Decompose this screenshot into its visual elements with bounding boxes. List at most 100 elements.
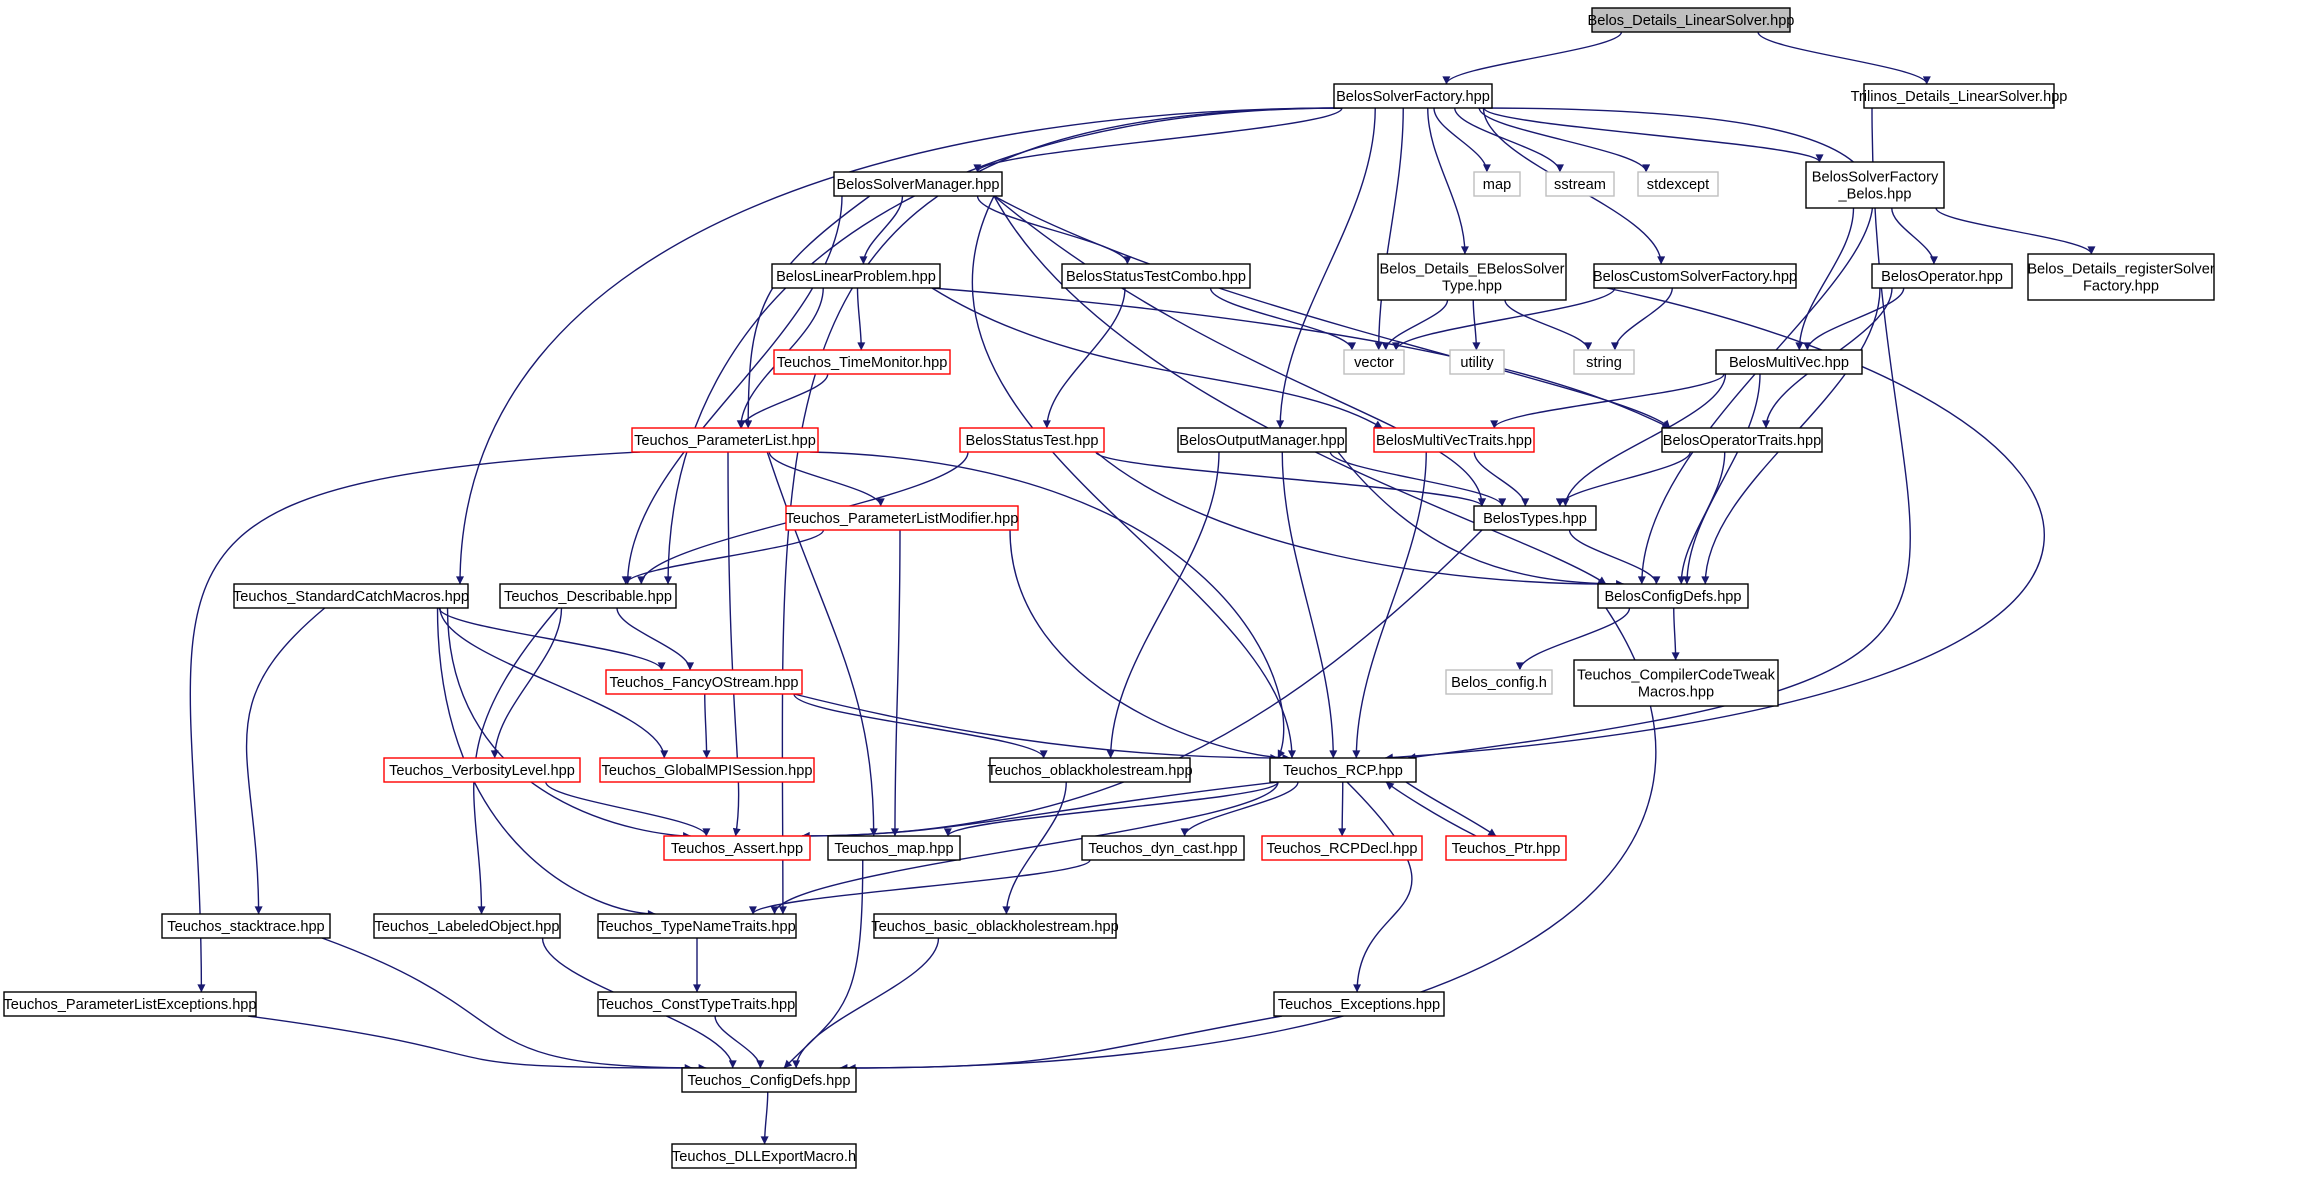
edge-n1-n5 xyxy=(1454,107,1564,173)
node-box xyxy=(1261,835,1423,861)
edge-n7-n12 xyxy=(1891,207,1938,265)
node-label: BelosCustomSolverFactory.hpp xyxy=(1593,269,1797,285)
node-label: Teuchos_dyn_cast.hpp xyxy=(1088,841,1237,857)
node-n43[interactable]: Teuchos_TypeNameTraits.hpp xyxy=(597,913,797,939)
edge-n28-n48 xyxy=(847,607,1657,1072)
edge-n18-n28 xyxy=(1682,373,1761,585)
edge-n1-n43 xyxy=(778,107,1343,915)
node-label: Teuchos_GlobalMPISession.hpp xyxy=(602,763,813,779)
edge-n24-n35 xyxy=(1009,529,1291,762)
edge-n34-n44 xyxy=(1002,781,1067,915)
node-label: Teuchos_ConstTypeTraits.hpp xyxy=(599,997,796,1013)
node-n14[interactable]: Teuchos_TimeMonitor.hpp xyxy=(773,349,951,375)
node-n33[interactable]: Teuchos_GlobalMPISession.hpp xyxy=(599,757,815,783)
node-n40[interactable]: Teuchos_Ptr.hpp xyxy=(1445,835,1567,861)
node-label: BelosConfigDefs.hpp xyxy=(1604,589,1741,605)
node-n45[interactable]: Teuchos_ParameterListExceptions.hpp xyxy=(3,991,257,1017)
node-box xyxy=(605,669,803,695)
node-label: Teuchos_ConfigDefs.hpp xyxy=(687,1073,850,1089)
node-label: Teuchos_Ptr.hpp xyxy=(1452,841,1561,857)
edge-n3-n19 xyxy=(744,195,871,429)
node-n12[interactable]: BelosOperator.hpp xyxy=(1871,263,2013,289)
node-n42[interactable]: Teuchos_LabeledObject.hpp xyxy=(373,913,561,939)
node-label: BelosOperator.hpp xyxy=(1881,269,2003,285)
edge-n0-n2 xyxy=(1757,31,1931,85)
node-label: Teuchos_LabeledObject.hpp xyxy=(375,919,560,935)
node-n37[interactable]: Teuchos_map.hpp xyxy=(827,835,961,861)
node-n24[interactable]: Teuchos_ParameterListModifier.hpp xyxy=(785,505,1019,531)
node-box xyxy=(1573,659,1779,707)
node-box xyxy=(383,757,581,783)
edge-n0-n1 xyxy=(1442,31,1623,85)
node-n16: utility xyxy=(1449,349,1505,375)
node-n3[interactable]: BelosSolverManager.hpp xyxy=(833,171,1003,197)
edge-n8-n22 xyxy=(931,287,1383,429)
node-box xyxy=(1081,835,1245,861)
node-n7[interactable]: BelosSolverFactory_Belos.hpp xyxy=(1805,161,1945,209)
node-n36[interactable]: Teuchos_Assert.hpp xyxy=(663,835,811,861)
node-label: Trilinos_Details_LinearSolver.hpp xyxy=(1851,89,2068,105)
edge-n7-n13 xyxy=(1935,207,2096,255)
node-label: BelosOutputManager.hpp xyxy=(1179,433,1345,449)
node-n23[interactable]: BelosOperatorTraits.hpp xyxy=(1661,427,1823,453)
node-n32[interactable]: Teuchos_VerbosityLevel.hpp xyxy=(383,757,581,783)
edge-n1-n3 xyxy=(973,107,1343,173)
node-n0[interactable]: Belos_Details_LinearSolver.hpp xyxy=(1588,7,1795,33)
node-n46[interactable]: Teuchos_ConstTypeTraits.hpp xyxy=(597,991,797,1017)
node-n47[interactable]: Teuchos_Exceptions.hpp xyxy=(1273,991,1445,1017)
node-n26[interactable]: Teuchos_StandardCatchMacros.hpp xyxy=(233,583,469,609)
node-n49[interactable]: Teuchos_DLLExportMacro.h xyxy=(671,1143,857,1169)
node-n38[interactable]: Teuchos_dyn_cast.hpp xyxy=(1081,835,1245,861)
edge-n1-n6 xyxy=(1478,107,1651,173)
node-n9[interactable]: BelosStatusTestCombo.hpp xyxy=(1061,263,1251,289)
edge-n35-n43 xyxy=(770,781,1279,915)
edge-n26-n29 xyxy=(438,607,666,671)
node-label: BelosMultiVecTraits.hpp xyxy=(1376,433,1532,449)
node-label: Teuchos_TypeNameTraits.hpp xyxy=(598,919,795,935)
node-n21[interactable]: BelosOutputManager.hpp xyxy=(1177,427,1347,453)
node-n39[interactable]: Teuchos_RCPDecl.hpp xyxy=(1261,835,1423,861)
node-box xyxy=(1373,427,1535,453)
node-label: Teuchos_ParameterList.hpp xyxy=(634,433,816,449)
node-n25[interactable]: BelosTypes.hpp xyxy=(1473,505,1597,531)
node-n48[interactable]: Teuchos_ConfigDefs.hpp xyxy=(681,1067,857,1093)
node-n44[interactable]: Teuchos_basic_oblackholestream.hpp xyxy=(871,913,1119,939)
node-label: _Belos.hpp xyxy=(1837,187,1911,203)
node-n17: string xyxy=(1573,349,1635,375)
node-n19[interactable]: Teuchos_ParameterList.hpp xyxy=(631,427,819,453)
node-box xyxy=(1805,161,1945,209)
node-n8[interactable]: BelosLinearProblem.hpp xyxy=(771,263,941,289)
edge-n20-n25 xyxy=(1095,451,1486,507)
node-n1[interactable]: BelosSolverFactory.hpp xyxy=(1333,83,1493,109)
edge-n3-n8 xyxy=(859,195,904,265)
edge-n35-n39 xyxy=(1338,781,1347,837)
edge-n7-n18 xyxy=(1795,207,1855,351)
edge-n1-n21 xyxy=(1276,107,1376,429)
edge-n26-n41 xyxy=(245,607,326,915)
node-n11[interactable]: BelosCustomSolverFactory.hpp xyxy=(1593,263,1797,289)
edge-n27-n32 xyxy=(490,607,563,759)
edge-n32-n36 xyxy=(545,781,711,837)
node-n35[interactable]: Teuchos_RCP.hpp xyxy=(1269,757,1417,783)
node-box xyxy=(681,1067,857,1093)
node-n22[interactable]: BelosMultiVecTraits.hpp xyxy=(1373,427,1535,453)
node-n27[interactable]: Teuchos_Describable.hpp xyxy=(499,583,677,609)
node-n15: vector xyxy=(1343,349,1405,375)
edge-n11-n17 xyxy=(1610,287,1673,351)
node-box xyxy=(1661,427,1823,453)
node-label: BelosTypes.hpp xyxy=(1483,511,1587,527)
node-n34[interactable]: Teuchos_oblackholestream.hpp xyxy=(987,757,1193,783)
node-n29[interactable]: Teuchos_FancyOStream.hpp xyxy=(605,669,803,695)
edge-n1-n27 xyxy=(664,107,1343,585)
node-n20[interactable]: BelosStatusTest.hpp xyxy=(959,427,1105,453)
node-n18[interactable]: BelosMultiVec.hpp xyxy=(1715,349,1863,375)
node-n2[interactable]: Trilinos_Details_LinearSolver.hpp xyxy=(1851,83,2068,109)
node-label: vector xyxy=(1354,355,1394,371)
node-n41[interactable]: Teuchos_stacktrace.hpp xyxy=(161,913,331,939)
node-n28[interactable]: BelosConfigDefs.hpp xyxy=(1597,583,1749,609)
node-box xyxy=(1863,83,2055,109)
node-label: Teuchos_VerbosityLevel.hpp xyxy=(389,763,575,779)
